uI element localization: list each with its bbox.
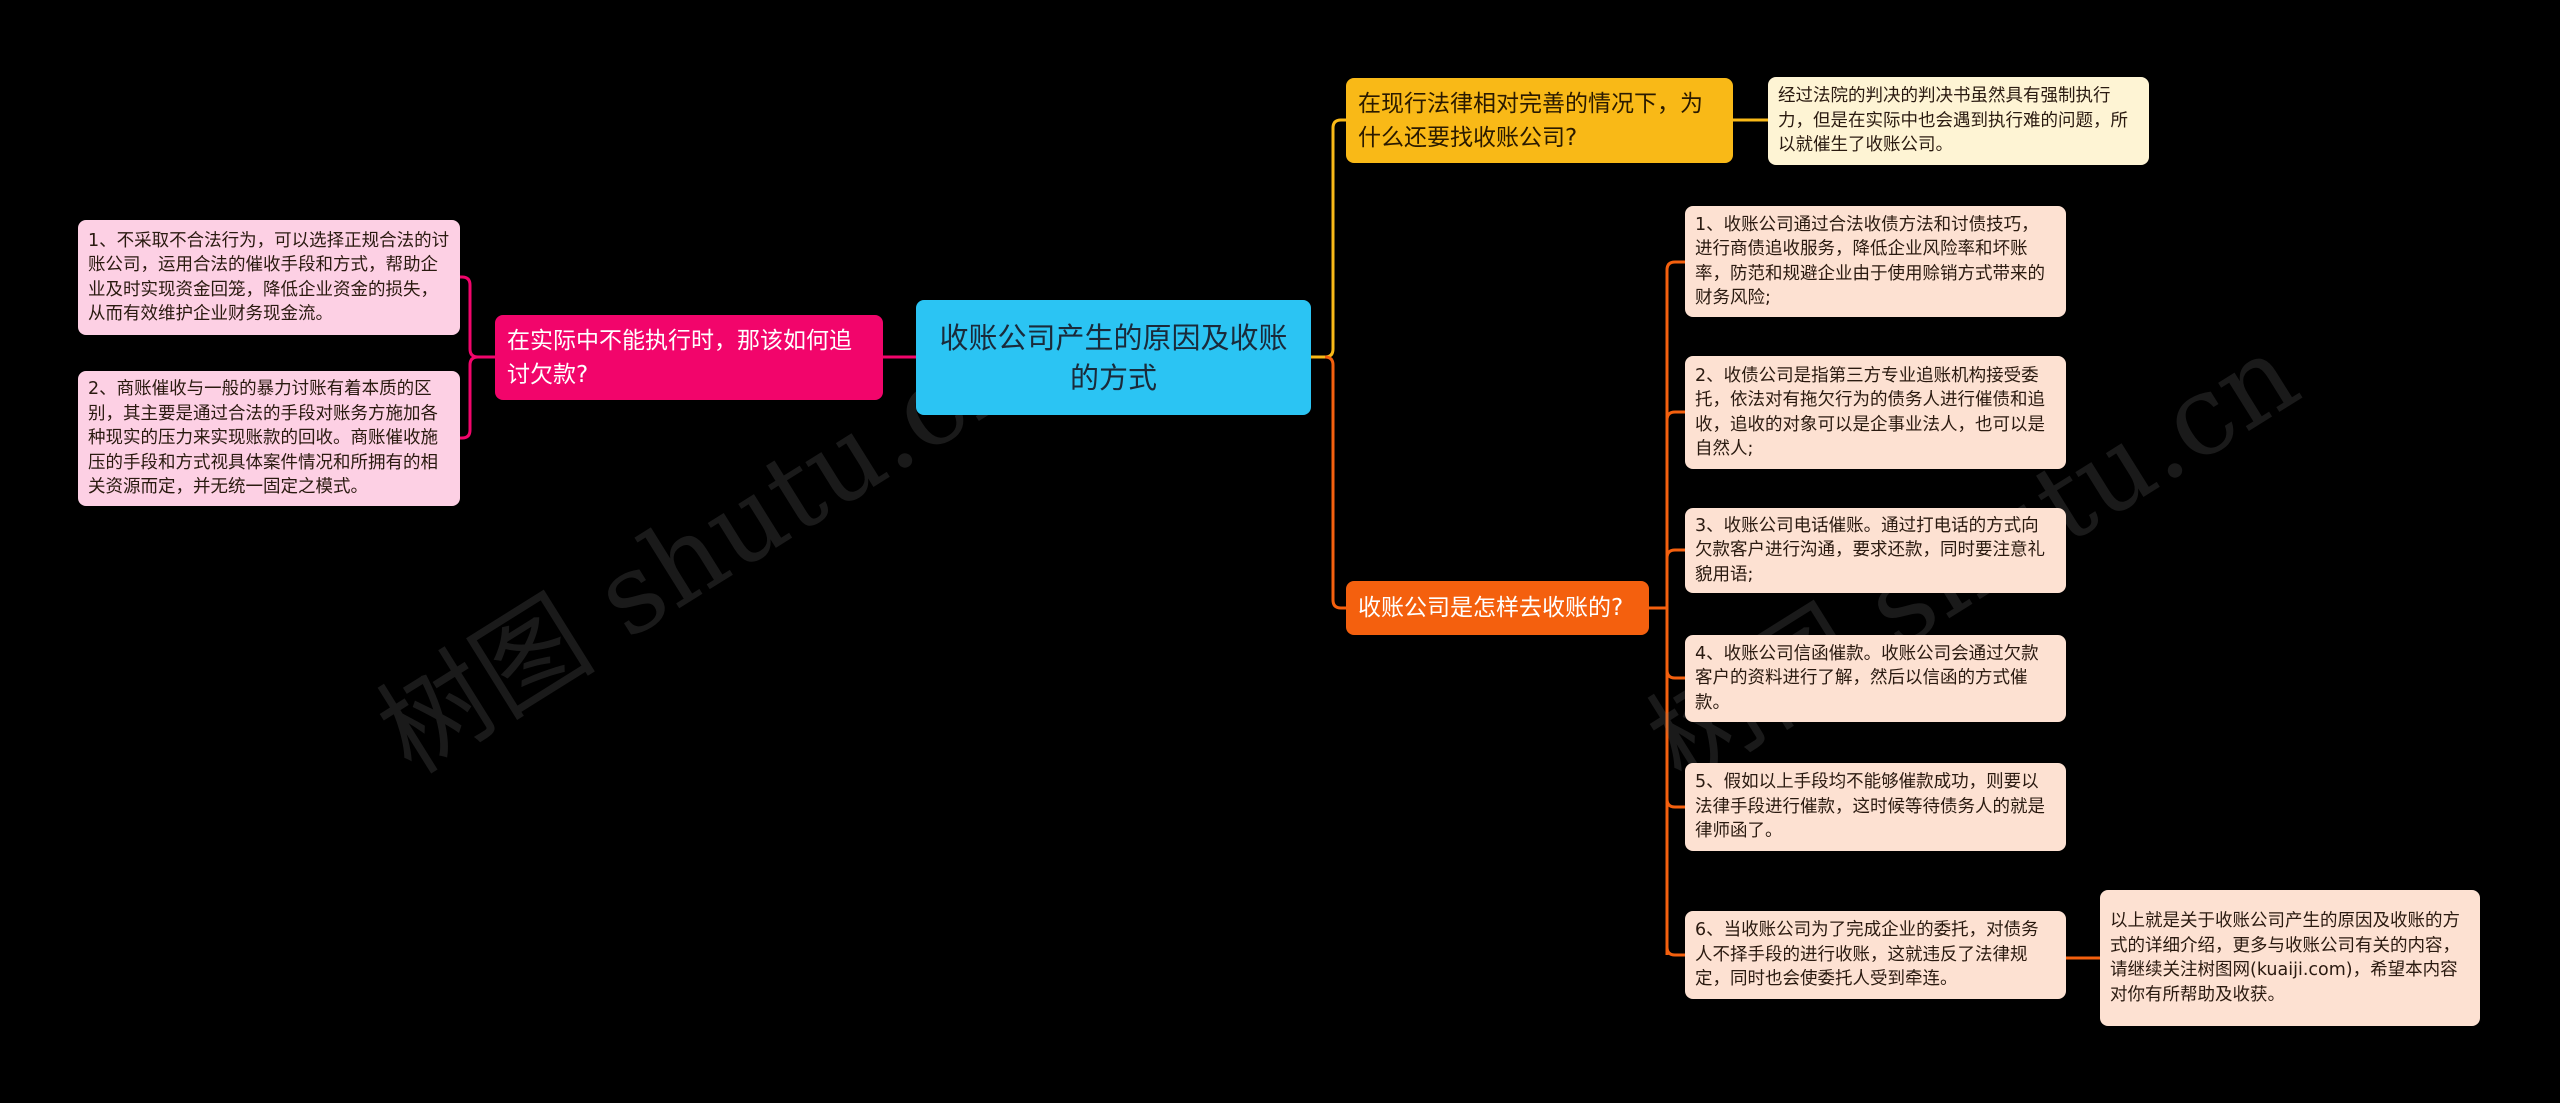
- leaf-text: 1、收账公司通过合法收债方法和讨债技巧，进行商债追收服务，降低企业风险率和坏账率…: [1695, 214, 2045, 309]
- central-topic[interactable]: 收账公司产生的原因及收账的方式: [916, 300, 1311, 415]
- branch-why[interactable]: 在现行法律相对完善的情况下，为什么还要找收账公司?: [1346, 78, 1733, 163]
- central-topic-label: 收账公司产生的原因及收账的方式: [939, 320, 1288, 395]
- leaf-text: 经过法院的判决的判决书虽然具有强制执行力，但是在实际中也会遇到执行难的问题，所以…: [1778, 86, 2128, 156]
- leaf-text: 2、收债公司是指第三方专业追账机构接受委托，依法对有拖欠行为的债务人进行催债和追…: [1695, 365, 2045, 460]
- leaf-text: 3、收账公司电话催账。通过打电话的方式向欠款客户进行沟通，要求还款，同时要注意礼…: [1695, 515, 2045, 585]
- how-leaf-3[interactable]: 3、收账公司电话催账。通过打电话的方式向欠款客户进行沟通，要求还款，同时要注意礼…: [1685, 508, 2066, 593]
- leaf-text: 5、假如以上手段均不能够催款成功，则要以法律手段进行催款，这时候等待债务人的就是…: [1695, 772, 2045, 842]
- branch-label: 在实际中不能执行时，那该如何追讨欠款?: [507, 327, 852, 388]
- how-leaf-5[interactable]: 5、假如以上手段均不能够催款成功，则要以法律手段进行催款，这时候等待债务人的就是…: [1685, 763, 2066, 851]
- branch-how[interactable]: 收账公司是怎样去收账的?: [1346, 581, 1649, 635]
- left-leaf-1[interactable]: 1、不采取不合法行为，可以选择正规合法的讨账公司，运用合法的催收手段和方式，帮助…: [78, 220, 460, 335]
- branch-label: 收账公司是怎样去收账的?: [1358, 595, 1624, 621]
- leaf-text: 1、不采取不合法行为，可以选择正规合法的讨账公司，运用合法的催收手段和方式，帮助…: [88, 230, 450, 325]
- how-leaf-4[interactable]: 4、收账公司信函催款。收账公司会通过欠款客户的资料进行了解，然后以信函的方式催款…: [1685, 635, 2066, 722]
- leaf-text: 2、商账催收与一般的暴力讨账有着本质的区别，其主要是通过合法的手段对账务方施加各…: [88, 379, 438, 498]
- how-leaf-6[interactable]: 6、当收账公司为了完成企业的委托，对债务人不择手段的进行收账，这就违反了法律规定…: [1685, 911, 2066, 999]
- left-leaf-2[interactable]: 2、商账催收与一般的暴力讨账有着本质的区别，其主要是通过合法的手段对账务方施加各…: [78, 371, 460, 506]
- branch-label: 在现行法律相对完善的情况下，为什么还要找收账公司?: [1358, 90, 1703, 151]
- branch-left[interactable]: 在实际中不能执行时，那该如何追讨欠款?: [495, 315, 883, 400]
- how-leaf-1[interactable]: 1、收账公司通过合法收债方法和讨债技巧，进行商债追收服务，降低企业风险率和坏账率…: [1685, 206, 2066, 317]
- leaf-text: 6、当收账公司为了完成企业的委托，对债务人不择手段的进行收账，这就违反了法律规定…: [1695, 920, 2039, 990]
- leaf-text: 4、收账公司信函催款。收账公司会通过欠款客户的资料进行了解，然后以信函的方式催款…: [1695, 643, 2039, 713]
- leaf-text: 以上就是关于收账公司产生的原因及收账的方式的详细介绍，更多与收账公司有关的内容，…: [2110, 911, 2460, 1005]
- how-leaf-2[interactable]: 2、收债公司是指第三方专业追账机构接受委托，依法对有拖欠行为的债务人进行催债和追…: [1685, 356, 2066, 469]
- summary-leaf[interactable]: 以上就是关于收账公司产生的原因及收账的方式的详细介绍，更多与收账公司有关的内容，…: [2100, 890, 2480, 1026]
- why-leaf[interactable]: 经过法院的判决的判决书虽然具有强制执行力，但是在实际中也会遇到执行难的问题，所以…: [1768, 77, 2149, 165]
